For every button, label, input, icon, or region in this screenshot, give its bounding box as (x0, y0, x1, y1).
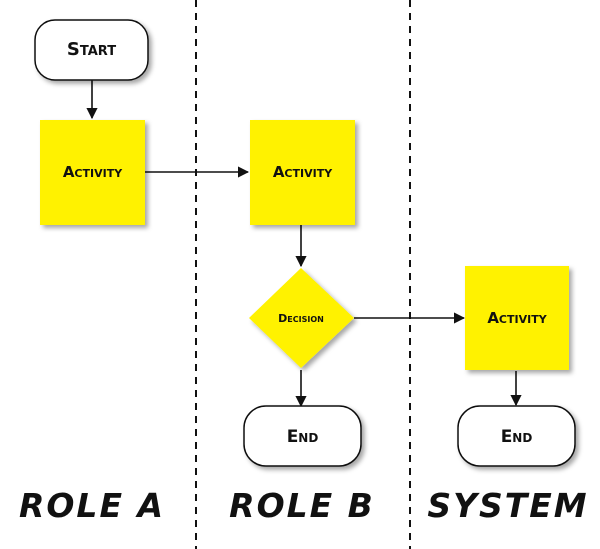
activity-sticky (465, 266, 569, 370)
end-shape (457, 405, 576, 467)
end-label: End (287, 427, 319, 447)
activity-node-role-a[interactable]: Activity (40, 120, 145, 225)
end-label: End (501, 427, 533, 447)
activity-node-role-b[interactable]: Activity (250, 120, 355, 225)
end-node-system[interactable]: End (457, 405, 576, 467)
activity-label: Activity (63, 163, 123, 181)
lane-label-role-b: Role B (229, 486, 375, 525)
activity-label: Activity (273, 163, 333, 181)
end-node-role-b[interactable]: End (243, 405, 362, 467)
lane-label-system: System (427, 486, 588, 525)
decision-label: Decision (278, 312, 324, 325)
lane-label-role-a: Role A (19, 486, 165, 525)
start-label: Start (67, 39, 116, 60)
decision-diamond (249, 268, 354, 368)
activity-sticky (250, 120, 355, 225)
activity-sticky (40, 120, 145, 225)
start-shape (34, 19, 149, 81)
activity-label: Activity (487, 309, 547, 327)
end-shape (243, 405, 362, 467)
start-node[interactable]: Start (34, 19, 149, 81)
decision-node[interactable]: Decision (249, 268, 354, 368)
activity-node-system[interactable]: Activity (465, 266, 569, 370)
